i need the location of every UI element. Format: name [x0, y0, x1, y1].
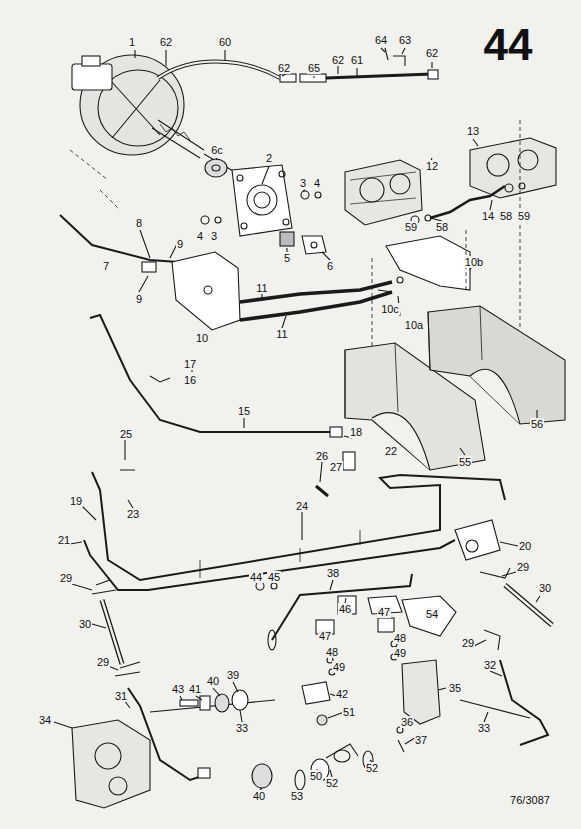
callout-number: 11 [275, 328, 288, 340]
callout-number: 3 [210, 230, 218, 242]
callout-number: 47 [318, 630, 332, 642]
callout-number: 16 [183, 374, 197, 386]
callout-number: 62 [331, 54, 345, 66]
callout-number: 65 [307, 62, 321, 74]
callout-number: 42 [335, 688, 349, 700]
callout-number: 4 [313, 177, 321, 189]
callout-number: 10a [404, 319, 424, 331]
callout-number: 40 [252, 790, 266, 802]
callout-number: 41 [188, 683, 202, 695]
callout-number: 50 [309, 770, 323, 782]
callout-number: 40 [206, 675, 220, 687]
callout-number: 53 [290, 790, 304, 802]
callout-number: 49 [332, 661, 346, 673]
callout-number: 49 [393, 647, 407, 659]
callout-number: 36 [400, 716, 414, 728]
callout-number: 32 [483, 659, 497, 671]
callout-number: 27 [329, 461, 343, 473]
callout-number: 31 [114, 690, 128, 702]
callout-number: 43 [171, 683, 185, 695]
callout-number: 63 [398, 34, 412, 46]
callout-number: 21 [57, 534, 71, 546]
callout-number: 55 [458, 456, 472, 468]
page-number: 44 [484, 22, 533, 68]
callout-number: 51 [342, 706, 356, 718]
callout-number: 59 [517, 210, 531, 222]
callout-number: 48 [393, 632, 407, 644]
callout-number: 29 [59, 572, 73, 584]
callout-number: 14 [481, 210, 495, 222]
callout-number: 24 [295, 500, 309, 512]
callout-number: 2 [265, 152, 273, 164]
callout-number: 30 [78, 618, 92, 630]
callout-number: 47 [377, 606, 391, 618]
callout-number: 1 [128, 36, 136, 48]
callout-number: 56 [530, 418, 544, 430]
callout-number: 54 [425, 608, 439, 620]
callout-number: 4 [196, 230, 204, 242]
callout-number: 7 [102, 260, 110, 272]
callout-number: 12 [425, 160, 439, 172]
callout-number: 29 [516, 561, 530, 573]
callout-number: 6c [210, 144, 224, 156]
callout-number: 25 [119, 428, 133, 440]
callout-number: 37 [414, 734, 428, 746]
callout-number: 30 [538, 582, 552, 594]
callout-number: 48 [325, 646, 339, 658]
callout-number: 11 [255, 282, 268, 294]
callout-number: 39 [226, 669, 240, 681]
callout-number: 5 [283, 252, 291, 264]
callout-number: 64 [374, 34, 388, 46]
callout-number: 52 [325, 777, 339, 789]
callout-number: 35 [448, 682, 462, 694]
callout-number: 17 [183, 358, 197, 370]
callout-number: 62 [277, 62, 291, 74]
callout-number: 33 [477, 722, 491, 734]
callout-number: 6 [326, 260, 334, 272]
drawing-number: 76/3087 [509, 794, 551, 806]
callout-number: 58 [435, 221, 449, 233]
callout-number: 38 [326, 567, 340, 579]
callout-number: 8 [135, 217, 143, 229]
callout-number: 15 [237, 405, 251, 417]
callout-number: 60 [218, 36, 232, 48]
callout-number: 20 [518, 540, 532, 552]
callout-number: 26 [315, 450, 329, 462]
callout-number: 10b [464, 256, 484, 268]
callout-number: 61 [350, 54, 364, 66]
callout-number: 13 [466, 125, 480, 137]
callout-number: 33 [235, 722, 249, 734]
callout-number: 52 [365, 762, 379, 774]
callout-number: 62 [159, 36, 173, 48]
callout-number: 29 [96, 656, 110, 668]
callout-number: 59 [404, 221, 418, 233]
callout-number: 23 [126, 508, 140, 520]
callout-number: 22 [384, 445, 398, 457]
callout-number: 34 [38, 714, 52, 726]
callout-number: 29 [461, 637, 475, 649]
callout-number: 9 [135, 293, 143, 305]
callout-number: 9 [176, 238, 184, 250]
callout-number: 58 [499, 210, 513, 222]
callout-number: 62 [425, 47, 439, 59]
callout-number: 19 [69, 495, 83, 507]
callout-number: 10c [380, 303, 400, 315]
callout-number: 44 [249, 571, 263, 583]
callout-number: 46 [338, 603, 352, 615]
callout-number: 10 [195, 332, 209, 344]
callout-number: 3 [299, 177, 307, 189]
callout-number: 45 [267, 571, 281, 583]
callout-number: 18 [349, 426, 363, 438]
